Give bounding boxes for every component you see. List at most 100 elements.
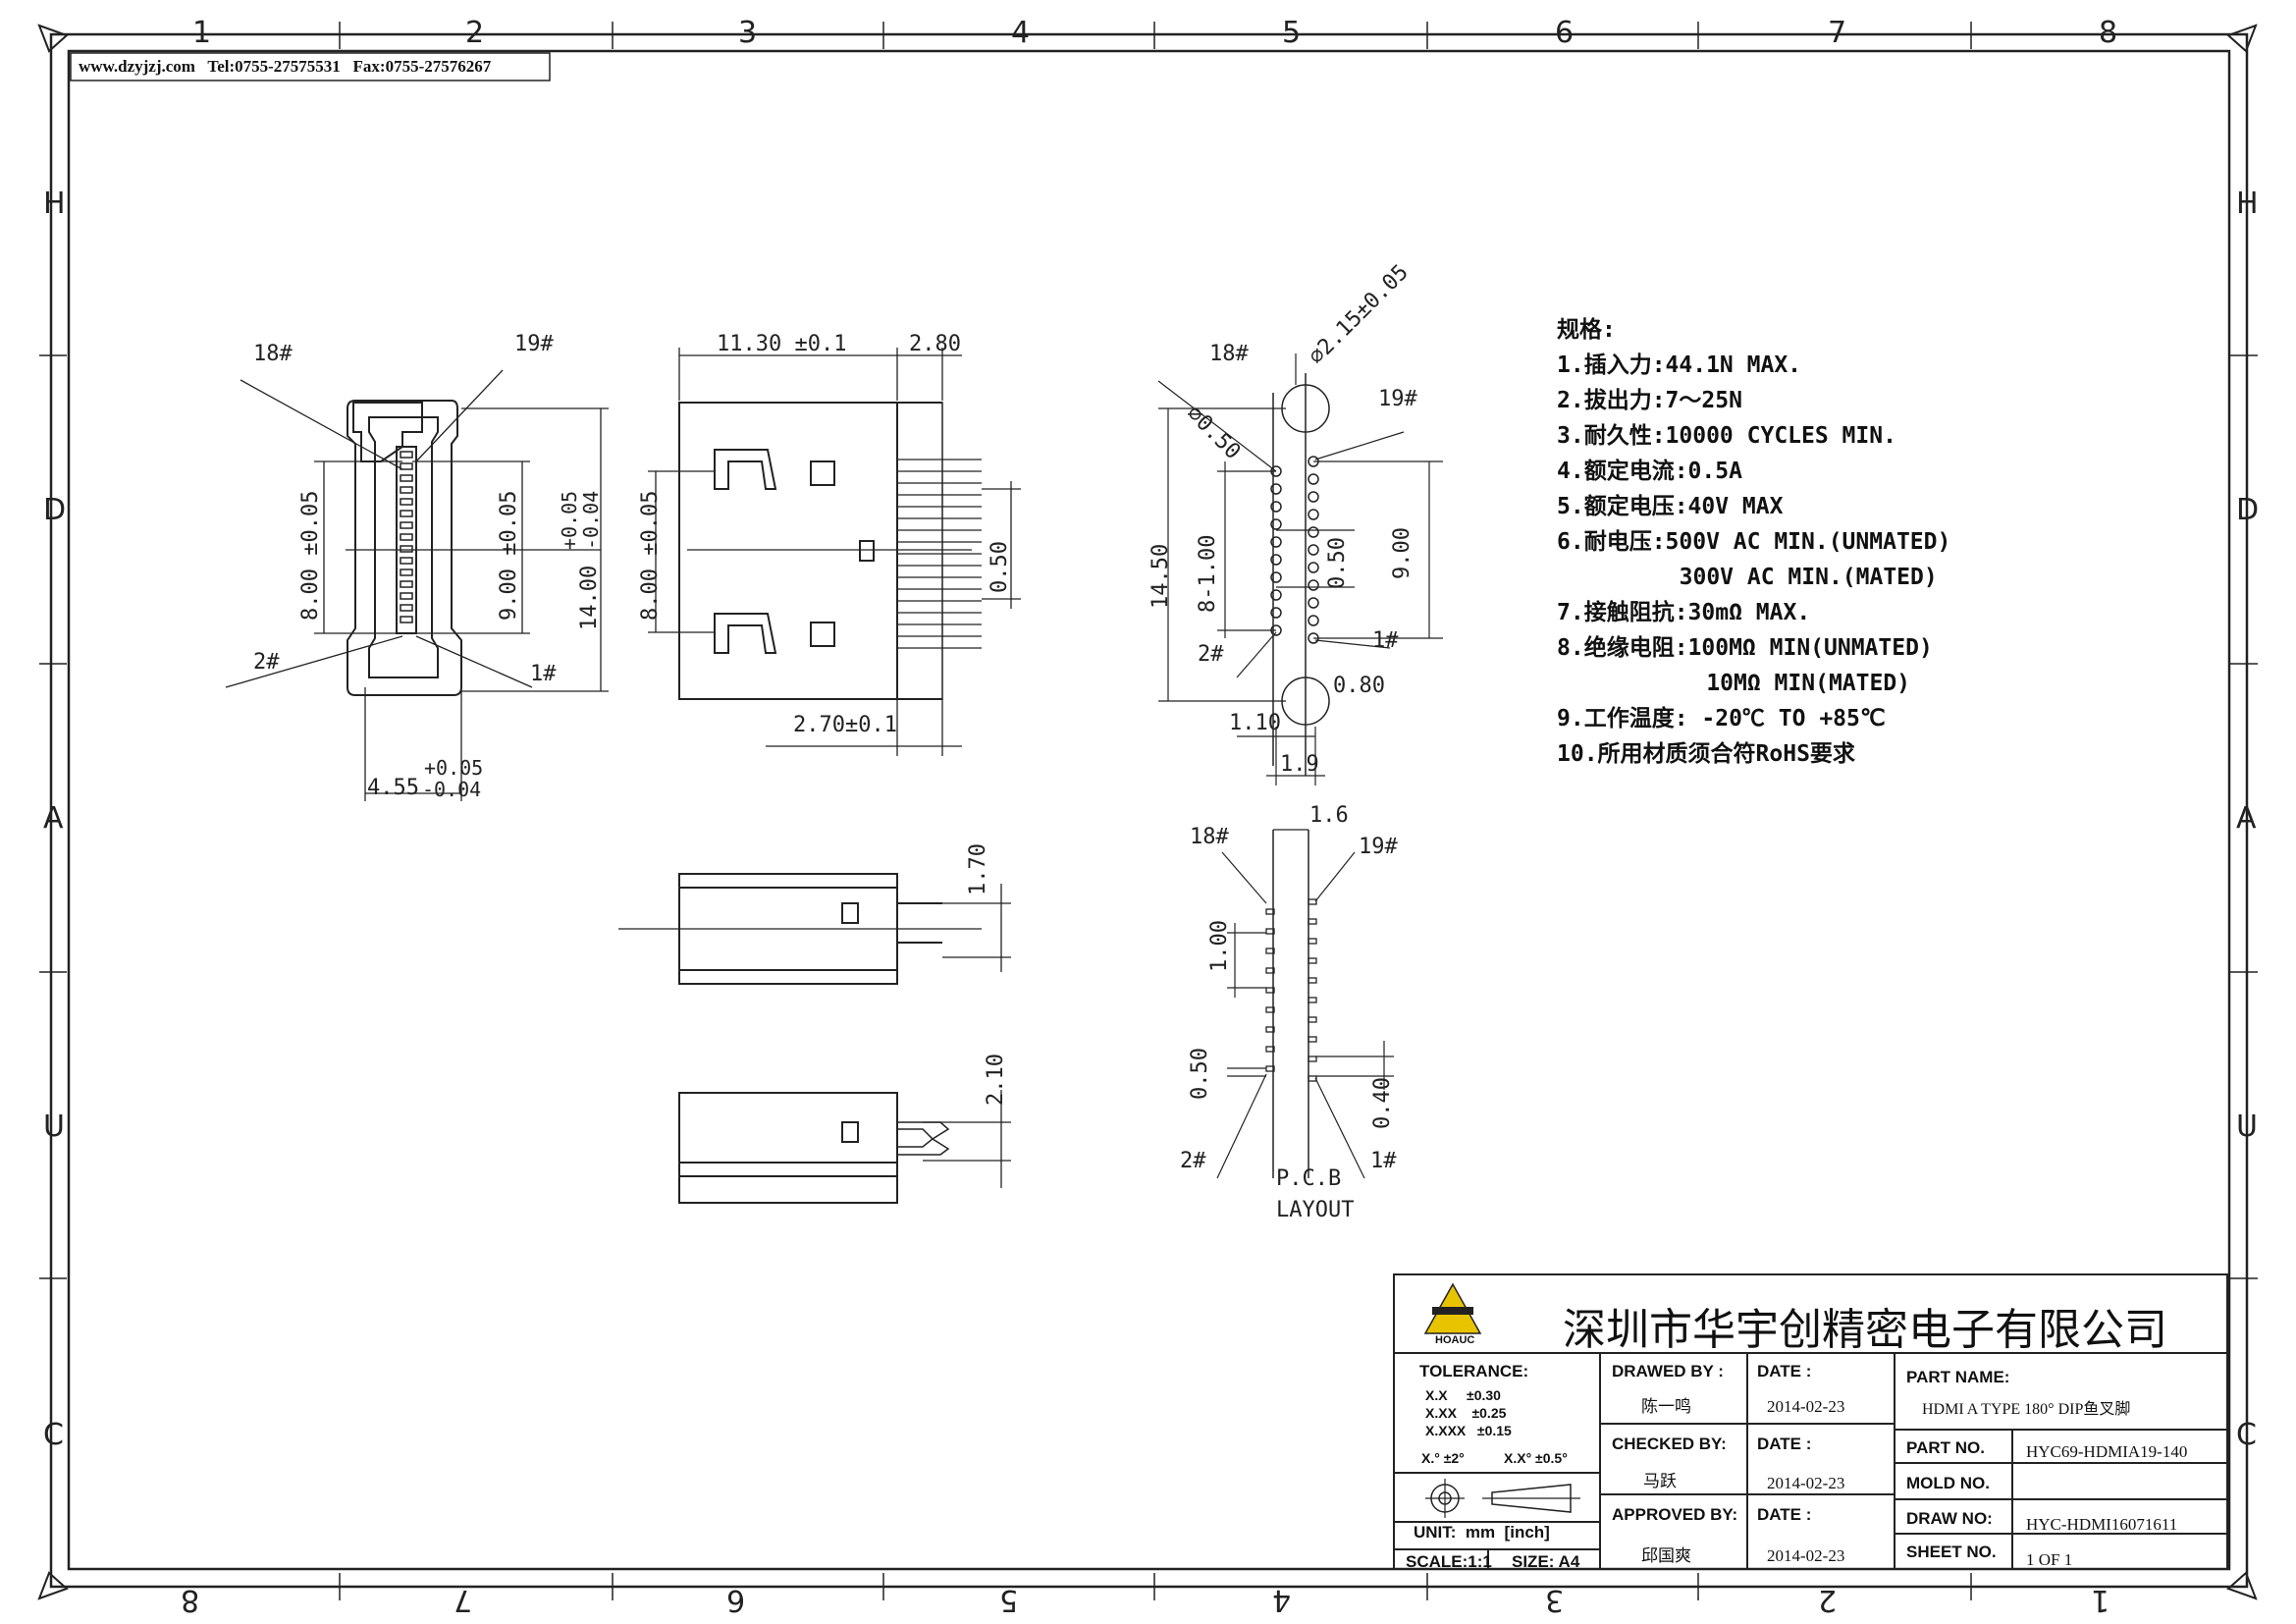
front-pin-1-label: 1# (530, 662, 557, 686)
pcb-dim-19: 1.9 (1280, 752, 1319, 777)
side-dim-270: 2.70±0.1 (793, 713, 897, 737)
logo-text: HOAUC (1435, 1334, 1475, 1346)
approved-by-value: 邱国爽 (1641, 1546, 1691, 1565)
zone-top-8: 8 (2099, 16, 2118, 50)
zone-bottom-3: 3 (1545, 1583, 1565, 1617)
pcb-dim-080: 0.80 (1333, 674, 1385, 698)
spec-item: 6.耐电压:500V AC MIN.(UNMATED) (1557, 529, 1951, 555)
layout-dim-16: 1.6 (1309, 803, 1349, 828)
pcb-dim-050: 0.50 (1325, 537, 1350, 589)
website-url: www.dzyjzj.com (79, 57, 195, 76)
checked-by-value: 马跃 (1643, 1472, 1677, 1490)
front-dim-14-tol-minus: -0.04 (579, 490, 603, 550)
spec-item: 8.绝缘电阻:100MΩ MIN(UNMATED) (1557, 635, 1933, 661)
pcb-pin-2-label: 2# (1198, 642, 1224, 667)
zone-right-a: A (2236, 801, 2257, 836)
layout-pin-18-label: 18# (1190, 825, 1229, 849)
part-name-value: HDMI A TYPE 180° DIP鱼叉脚 (1922, 1401, 2131, 1418)
sheet-no-label: SHEET NO. (1906, 1543, 1997, 1561)
zone-right-d: D (2236, 493, 2260, 527)
zone-right-u: U (2236, 1110, 2258, 1144)
date-value-1: 2014-02-23 (1767, 1397, 1845, 1416)
tolerance-x: X.X ±0.30 (1425, 1387, 1501, 1403)
tolerance-xx: X.XX ±0.25 (1425, 1405, 1507, 1421)
approved-by-label: APPROVED BY: (1612, 1505, 1738, 1524)
front-dim-8: 8.00 ±0.05 (298, 490, 323, 621)
layout-caption-pcb: P.C.B (1276, 1166, 1342, 1191)
tolerance-angle-2: X.X° ±0.5° (1504, 1450, 1568, 1466)
mold-no-label: MOLD NO. (1906, 1474, 1990, 1492)
zone-bottom-2: 2 (1818, 1583, 1838, 1617)
zone-bottom-6: 6 (726, 1583, 746, 1617)
zone-top-6: 6 (1555, 16, 1575, 50)
zone-left-c: C (43, 1418, 64, 1452)
front-pin-19-label: 19# (514, 332, 554, 356)
spec-heading: 规格: (1557, 317, 1616, 343)
spec-item: 10.所用材质须合符RoHS要求 (1557, 741, 1855, 767)
scale-label: SCALE:1:1 (1406, 1552, 1492, 1571)
layout-dim-040: 0.40 (1370, 1077, 1395, 1129)
zone-left-u: U (43, 1110, 65, 1144)
drawn-by-label: DRAWED BY : (1612, 1362, 1724, 1380)
spec-item: 10MΩ MIN(MATED) (1557, 671, 1911, 696)
date-label-1: DATE : (1757, 1362, 1812, 1380)
front-dim-14-tol-plus: +0.05 (558, 490, 581, 550)
pcb-dim-8-100: 8-1.00 (1196, 534, 1220, 613)
zone-top-3: 3 (738, 16, 758, 50)
date-label-2: DATE : (1757, 1435, 1812, 1453)
spec-item: 1.插入力:44.1N MAX. (1557, 352, 1802, 378)
front-dim-455: 4.55 (367, 776, 419, 800)
checked-by-label: CHECKED BY: (1612, 1435, 1727, 1453)
layout-dim-050: 0.50 (1188, 1048, 1212, 1100)
unit-label: UNIT: mm [inch] (1414, 1523, 1550, 1542)
tolerance-xxx: X.XXX ±0.15 (1425, 1423, 1512, 1438)
date-value-2: 2014-02-23 (1767, 1474, 1845, 1492)
drawn-by-value: 陈一鸣 (1641, 1397, 1691, 1416)
front-dim-455-tol-plus: +0.05 (424, 756, 484, 780)
pcb-pin-18-label: 18# (1209, 342, 1249, 366)
tel-number: Tel:0755-27575531 (207, 57, 341, 76)
website-banner: www.dzyjzj.com Tel:0755-27575531 Fax:075… (79, 57, 491, 77)
zone-top-4: 4 (1011, 16, 1031, 50)
side-dim-170: 1.70 (966, 843, 990, 895)
layout-pin-1-label: 1# (1370, 1149, 1397, 1173)
zone-top-7: 7 (1828, 16, 1847, 50)
spec-item: 5.额定电压:40V MAX (1557, 494, 1784, 519)
part-no-value: HYC69-HDMIA19-140 (2026, 1442, 2188, 1461)
spec-item: 2.拔出力:7～25N (1557, 388, 1742, 413)
zone-bottom-5: 5 (999, 1583, 1019, 1617)
zone-bottom-8: 8 (181, 1583, 200, 1617)
zone-top-1: 1 (192, 16, 212, 50)
spec-item: 7.接触阻抗:30mΩ MAX. (1557, 600, 1811, 625)
layout-pin-19-label: 19# (1359, 835, 1398, 859)
zone-right-c: C (2236, 1418, 2257, 1452)
pcb-pin-19-label: 19# (1378, 387, 1417, 411)
zone-bottom-1: 1 (2091, 1583, 2110, 1617)
side-dim-050: 0.50 (988, 541, 1012, 593)
zone-top-5: 5 (1282, 16, 1302, 50)
company-name: 深圳市华宇创精密电子有限公司 (1563, 1305, 2167, 1355)
tolerance-angle-1: X.° ±2° (1421, 1450, 1465, 1466)
front-dim-9: 9.00 ±0.05 (497, 490, 521, 621)
sheet-no-value: 1 OF 1 (2026, 1550, 2073, 1569)
front-dim-455-tol-minus: -0.04 (422, 778, 482, 801)
date-value-3: 2014-02-23 (1767, 1546, 1845, 1565)
front-pin-18-label: 18# (253, 342, 293, 366)
side-dim-8: 8.00 ±0.05 (638, 490, 663, 621)
pcb-dim-1450: 14.50 (1148, 543, 1173, 609)
side-dim-210: 2.10 (984, 1054, 1008, 1106)
part-no-label: PART NO. (1906, 1438, 1985, 1457)
pcb-dim-900: 9.00 (1390, 527, 1415, 579)
layout-dim-100: 1.00 (1207, 920, 1232, 972)
front-pin-2-label: 2# (253, 650, 280, 675)
spec-item: 4.额定电流:0.5A (1557, 459, 1742, 484)
date-label-3: DATE : (1757, 1505, 1812, 1524)
layout-caption-layout: LAYOUT (1276, 1198, 1355, 1222)
spec-list: 规格: 1.插入力:44.1N MAX. 2.拔出力:7～25N 3.耐久性:1… (1557, 312, 1950, 772)
draw-no-value: HYC-HDMI16071611 (2026, 1515, 2178, 1534)
zone-left-a: A (43, 801, 64, 836)
zone-left-h: H (43, 187, 66, 221)
zone-bottom-7: 7 (454, 1583, 473, 1617)
layout-pin-2-label: 2# (1180, 1149, 1206, 1173)
